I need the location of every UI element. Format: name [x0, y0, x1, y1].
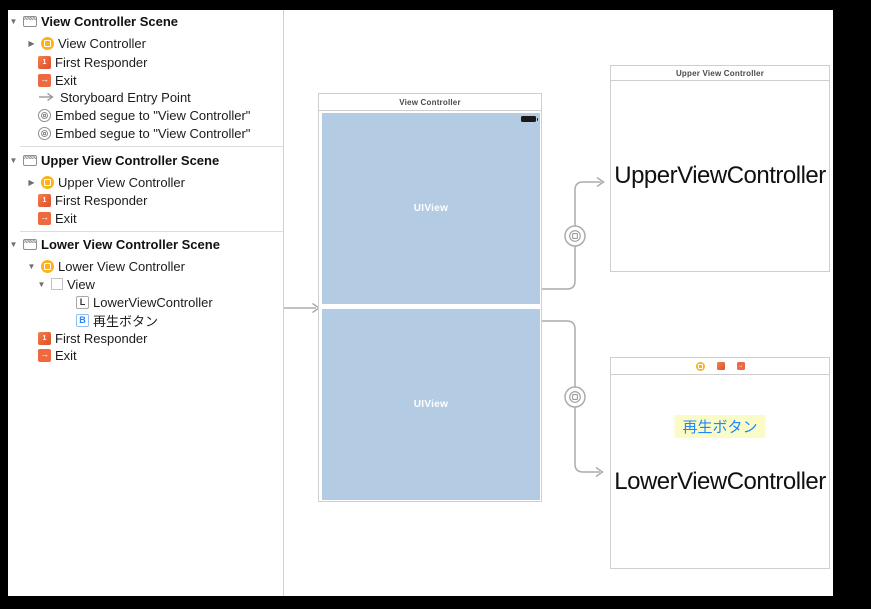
view-controller-icon	[41, 259, 54, 273]
lower-view-controller-label[interactable]: LowerViewController	[614, 468, 826, 495]
outline-row-view[interactable]: ▼ View	[36, 275, 95, 293]
embed-segue-badge-upper[interactable]	[564, 225, 586, 247]
outline-row-view-controller-scene[interactable]: ▼ View Controller Scene	[8, 12, 179, 30]
outline-row-embed-segue-1[interactable]: Embed segue to "View Controller"	[38, 106, 250, 124]
exit-icon	[38, 211, 51, 225]
outline-label: Exit	[55, 210, 77, 226]
disclosure-collapsed-icon[interactable]: ▶	[28, 177, 35, 187]
upper-container-uiview[interactable]: UIView	[322, 113, 540, 304]
outline-label: View	[67, 276, 95, 292]
outline-label: Lower View Controller	[58, 258, 185, 274]
outline-row-exit[interactable]: Exit	[38, 71, 77, 89]
disclosure-collapsed-icon[interactable]: ▶	[28, 38, 35, 48]
first-responder-dock-icon[interactable]	[716, 362, 725, 370]
embed-segue-badge-lower[interactable]	[564, 386, 586, 408]
outline-label: 再生ボタン	[93, 313, 159, 329]
scene-title: View Controller Scene	[41, 13, 179, 29]
uiview-label: UIView	[413, 399, 449, 410]
disclosure-expanded-icon[interactable]: ▼	[9, 16, 18, 26]
first-responder-icon	[38, 193, 51, 207]
outline-row-first-responder[interactable]: First Responder	[38, 191, 147, 209]
outline-row-lower-scene[interactable]: ▼ Lower View Controller Scene	[8, 235, 220, 253]
disclosure-expanded-icon[interactable]: ▼	[27, 261, 36, 271]
outline-row-view-controller[interactable]: ▶ View Controller	[26, 34, 146, 52]
disclosure-expanded-icon[interactable]: ▼	[37, 279, 46, 289]
outline-label: Exit	[55, 72, 77, 88]
view-controller-dock-icon[interactable]	[695, 361, 705, 371]
view-controller-icon	[41, 36, 54, 50]
scene-icon	[23, 154, 37, 166]
scene-title: Upper View Controller Scene	[41, 152, 220, 168]
embed-segue-icon	[38, 126, 51, 140]
section-separator	[20, 231, 283, 232]
status-bar-battery-icon	[521, 116, 538, 122]
outline-label: Embed segue to "View Controller"	[55, 125, 251, 141]
outline-row-storyboard-entry-point[interactable]: Storyboard Entry Point	[38, 88, 191, 106]
exit-icon	[38, 348, 51, 362]
outline-label: Upper View Controller	[58, 174, 185, 190]
lower-view-controller-view[interactable]: 再生ボタン LowerViewController	[611, 375, 829, 568]
outline-label: View Controller	[58, 35, 146, 51]
first-responder-icon	[38, 55, 51, 69]
embed-segue-icon	[38, 108, 51, 122]
outline-row-lower-view-controller[interactable]: ▼ Lower View Controller	[26, 257, 185, 275]
outline-row-lower-label[interactable]: L LowerViewController	[76, 293, 213, 311]
outline-label: Exit	[55, 347, 77, 363]
scene-icon	[23, 238, 37, 250]
lower-container-uiview[interactable]: UIView	[322, 309, 540, 500]
lower-view-controller-scene-canvas[interactable]: 再生ボタン LowerViewController	[610, 357, 830, 569]
outline-label: Embed segue to "View Controller"	[55, 107, 251, 123]
outline-label: LowerViewController	[93, 294, 213, 310]
uiview-label: UIView	[413, 203, 449, 214]
button-badge-icon: B	[76, 313, 89, 327]
outline-row-upper-view-controller[interactable]: ▶ Upper View Controller	[26, 173, 185, 191]
outline-label: First Responder	[55, 330, 148, 346]
outline-row-upper-scene[interactable]: ▼ Upper View Controller Scene	[8, 151, 220, 169]
section-separator	[20, 146, 283, 147]
scene-title: Lower View Controller Scene	[41, 236, 220, 252]
outline-label: First Responder	[55, 192, 148, 208]
outline-row-play-button[interactable]: B 再生ボタン	[76, 311, 158, 329]
outline-row-exit[interactable]: Exit	[38, 346, 77, 364]
view-controller-scene-canvas[interactable]: View Controller UIView UIView	[318, 93, 542, 502]
upper-view-controller-label[interactable]: UpperViewController	[614, 162, 826, 189]
sidebar-canvas-divider	[283, 10, 284, 596]
outline-row-embed-segue-2[interactable]: Embed segue to "View Controller"	[38, 124, 250, 142]
outline-label: First Responder	[55, 54, 148, 70]
exit-icon	[38, 73, 51, 87]
disclosure-expanded-icon[interactable]: ▼	[9, 239, 18, 249]
embed-segue-line-lower[interactable]	[542, 320, 604, 478]
disclosure-expanded-icon[interactable]: ▼	[9, 155, 18, 165]
storyboard-editor: ▼ View Controller Scene ▶ View Controlle…	[8, 10, 833, 596]
upper-view-controller-view[interactable]: UpperViewController	[611, 81, 829, 271]
document-outline: ▼ View Controller Scene ▶ View Controlle…	[8, 10, 283, 596]
outline-row-first-responder[interactable]: First Responder	[38, 53, 147, 71]
upper-view-controller-scene-canvas[interactable]: Upper View Controller UpperViewControlle…	[610, 65, 830, 272]
outline-label: Storyboard Entry Point	[60, 89, 191, 105]
view-icon	[51, 278, 63, 290]
view-controller-icon	[41, 175, 54, 189]
scene-icon	[23, 15, 37, 27]
upper-view-controller-titlebar[interactable]: Upper View Controller	[611, 66, 829, 81]
exit-dock-icon[interactable]	[736, 362, 745, 370]
entry-point-arrow-icon	[38, 92, 56, 102]
view-controller-titlebar[interactable]: View Controller	[319, 94, 541, 111]
lower-view-controller-scene-dock	[611, 358, 829, 375]
outline-row-exit[interactable]: Exit	[38, 209, 77, 227]
play-button[interactable]: 再生ボタン	[674, 415, 766, 438]
outline-row-first-responder[interactable]: First Responder	[38, 329, 147, 347]
first-responder-icon	[38, 331, 51, 345]
storyboard-entry-point-arrow	[284, 302, 321, 314]
embed-segue-line-upper[interactable]	[542, 176, 605, 290]
label-badge-icon: L	[76, 295, 89, 309]
